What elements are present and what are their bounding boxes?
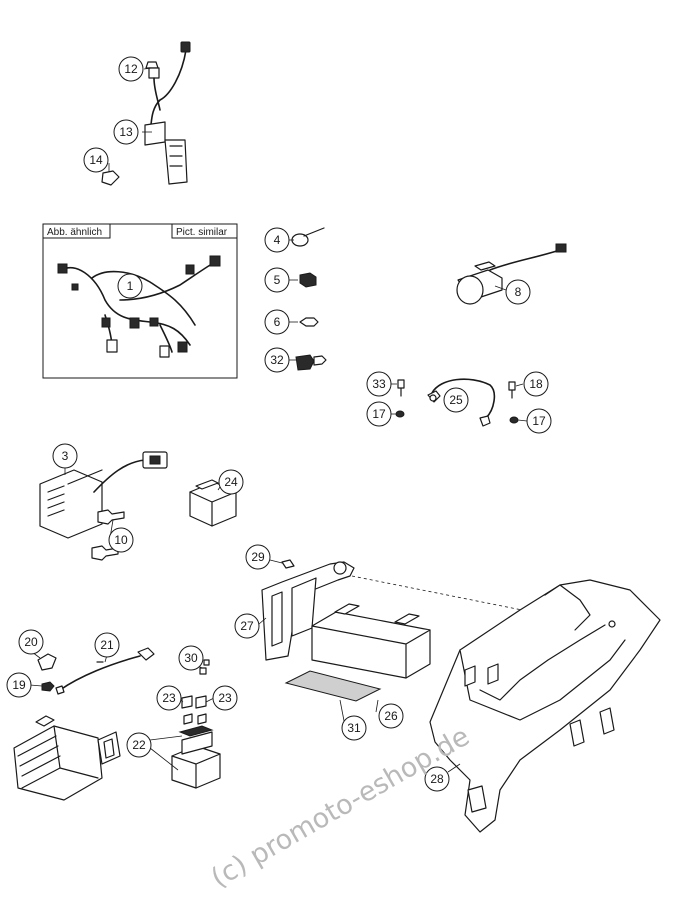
callout-31: 31 (341, 715, 367, 741)
callout-6: 6 (264, 309, 290, 335)
svg-text:26: 26 (384, 709, 398, 723)
svg-text:17: 17 (532, 414, 546, 428)
svg-text:23: 23 (162, 691, 176, 705)
callout-5: 5 (264, 267, 290, 293)
callout-18: 18 (523, 371, 549, 397)
svg-text:32: 32 (270, 353, 284, 367)
svg-text:3: 3 (62, 449, 69, 463)
battery (284, 603, 431, 727)
callout-8: 8 (505, 279, 531, 305)
callout-29: 29 (245, 544, 271, 570)
small-clip-parts (289, 227, 327, 371)
box-label-left: Abb. ähnlich (47, 227, 102, 238)
relay-box (189, 479, 237, 527)
starter-cable (29, 647, 155, 695)
callout-3: 3 (52, 443, 78, 469)
svg-text:1: 1 (127, 279, 134, 293)
callout-32: 32 (264, 347, 290, 373)
svg-text:23: 23 (218, 691, 232, 705)
callout-23-left: 23 (156, 685, 182, 711)
svg-text:27: 27 (240, 619, 254, 633)
svg-text:4: 4 (274, 233, 281, 247)
svg-text:24: 24 (224, 475, 238, 489)
callout-17-left: 17 (366, 401, 392, 427)
voltage-regulator (39, 451, 168, 561)
callout-10: 10 (108, 527, 134, 553)
callout-22: 22 (126, 732, 152, 758)
svg-text:18: 18 (529, 377, 543, 391)
svg-text:22: 22 (132, 738, 146, 752)
svg-text:10: 10 (114, 533, 128, 547)
relay-and-fuses (149, 659, 221, 789)
callout-14: 14 (83, 147, 109, 173)
svg-text:17: 17 (372, 407, 386, 421)
svg-text:5: 5 (274, 273, 281, 287)
svg-text:31: 31 (347, 721, 361, 735)
callout-4: 4 (264, 227, 290, 253)
svg-text:28: 28 (430, 772, 444, 786)
callout-26: 26 (378, 703, 404, 729)
rear-frame-airbox (429, 579, 661, 833)
callout-33: 33 (366, 371, 392, 397)
callout-25: 25 (443, 387, 469, 413)
callout-20: 20 (18, 629, 44, 655)
svg-text:21: 21 (100, 638, 114, 652)
svg-text:19: 19 (12, 678, 26, 692)
callout-30: 30 (178, 645, 204, 671)
box-label-right: Pict. similar (176, 227, 228, 238)
svg-text:29: 29 (251, 550, 265, 564)
callout-17-right: 17 (526, 408, 552, 434)
battery-holder (258, 559, 613, 661)
svg-text:33: 33 (372, 377, 386, 391)
callout-24: 24 (218, 469, 244, 495)
svg-text:6: 6 (274, 315, 281, 329)
callout-13: 13 (113, 119, 139, 145)
main-harness-box: Abb. ähnlich Pict. similar (42, 223, 238, 379)
battery-cable-group (391, 378, 528, 427)
horn-unit (456, 243, 567, 305)
callout-28: 28 (424, 766, 450, 792)
svg-text:25: 25 (449, 393, 463, 407)
callout-27: 27 (234, 613, 260, 639)
svg-text:30: 30 (184, 651, 198, 665)
callout-12: 12 (118, 56, 144, 82)
svg-text:12: 12 (124, 62, 138, 76)
svg-text:14: 14 (89, 153, 103, 167)
svg-text:20: 20 (24, 635, 38, 649)
callout-1: 1 (117, 273, 143, 299)
starter-motor (13, 715, 121, 801)
button-switch-assembly (101, 41, 191, 186)
callout-23-right: 23 (212, 685, 238, 711)
svg-text:13: 13 (119, 125, 133, 139)
callout-21: 21 (94, 632, 120, 658)
watermark: (c) promoto-eshop.de (206, 721, 475, 894)
svg-text:8: 8 (515, 285, 522, 299)
callout-19: 19 (6, 672, 32, 698)
